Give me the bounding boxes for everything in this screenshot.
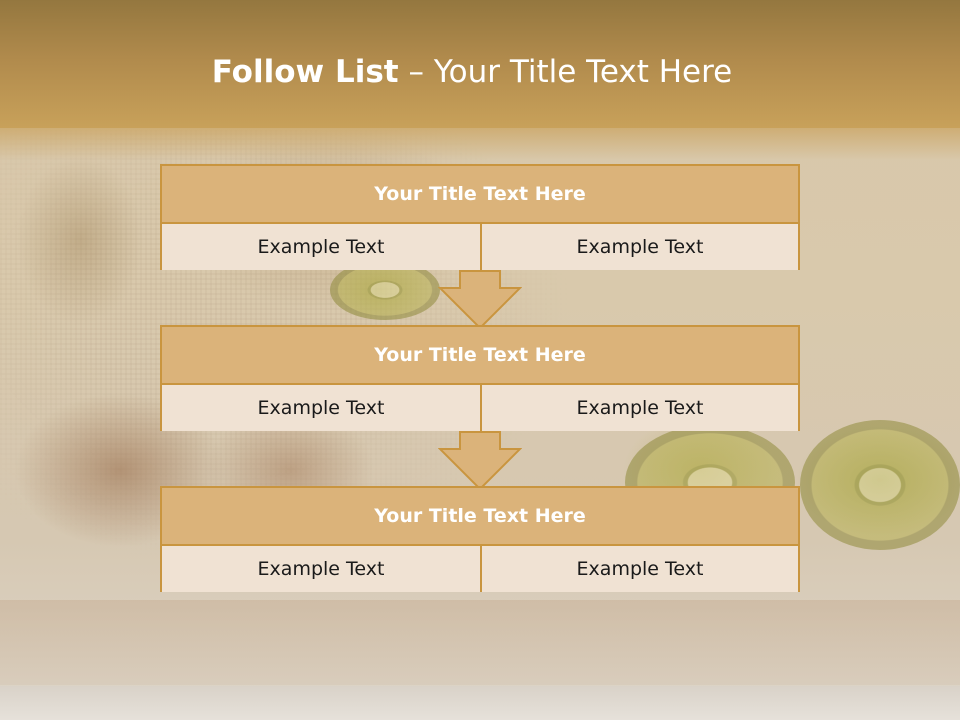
step-title: Your Title Text Here [162, 488, 798, 546]
step-title: Your Title Text Here [162, 166, 798, 224]
kiwi-slice-image [800, 420, 960, 550]
header-band-solid [0, 0, 960, 128]
step-cell-right: Example Text [482, 546, 798, 592]
step-cell-left: Example Text [162, 546, 482, 592]
step-title: Your Title Text Here [162, 327, 798, 385]
slide-title-bold: Follow List [211, 54, 399, 90]
step-box-3: Your Title Text Here Example Text Exampl… [160, 486, 800, 592]
down-arrow-icon [438, 431, 522, 491]
slide-title-rest: – Your Title Text Here [398, 54, 733, 90]
step-box-2: Your Title Text Here Example Text Exampl… [160, 325, 800, 431]
slide-title: Follow List – Your Title Text Here [0, 54, 944, 90]
down-arrow-icon [438, 270, 522, 330]
step-cell-left: Example Text [162, 385, 482, 431]
kiwi-slice-image [330, 260, 440, 320]
step-box-1: Your Title Text Here Example Text Exampl… [160, 164, 800, 270]
step-cell-right: Example Text [482, 224, 798, 270]
step-cell-left: Example Text [162, 224, 482, 270]
table-surface [0, 600, 960, 685]
bottom-strip [0, 686, 960, 720]
step-cell-right: Example Text [482, 385, 798, 431]
